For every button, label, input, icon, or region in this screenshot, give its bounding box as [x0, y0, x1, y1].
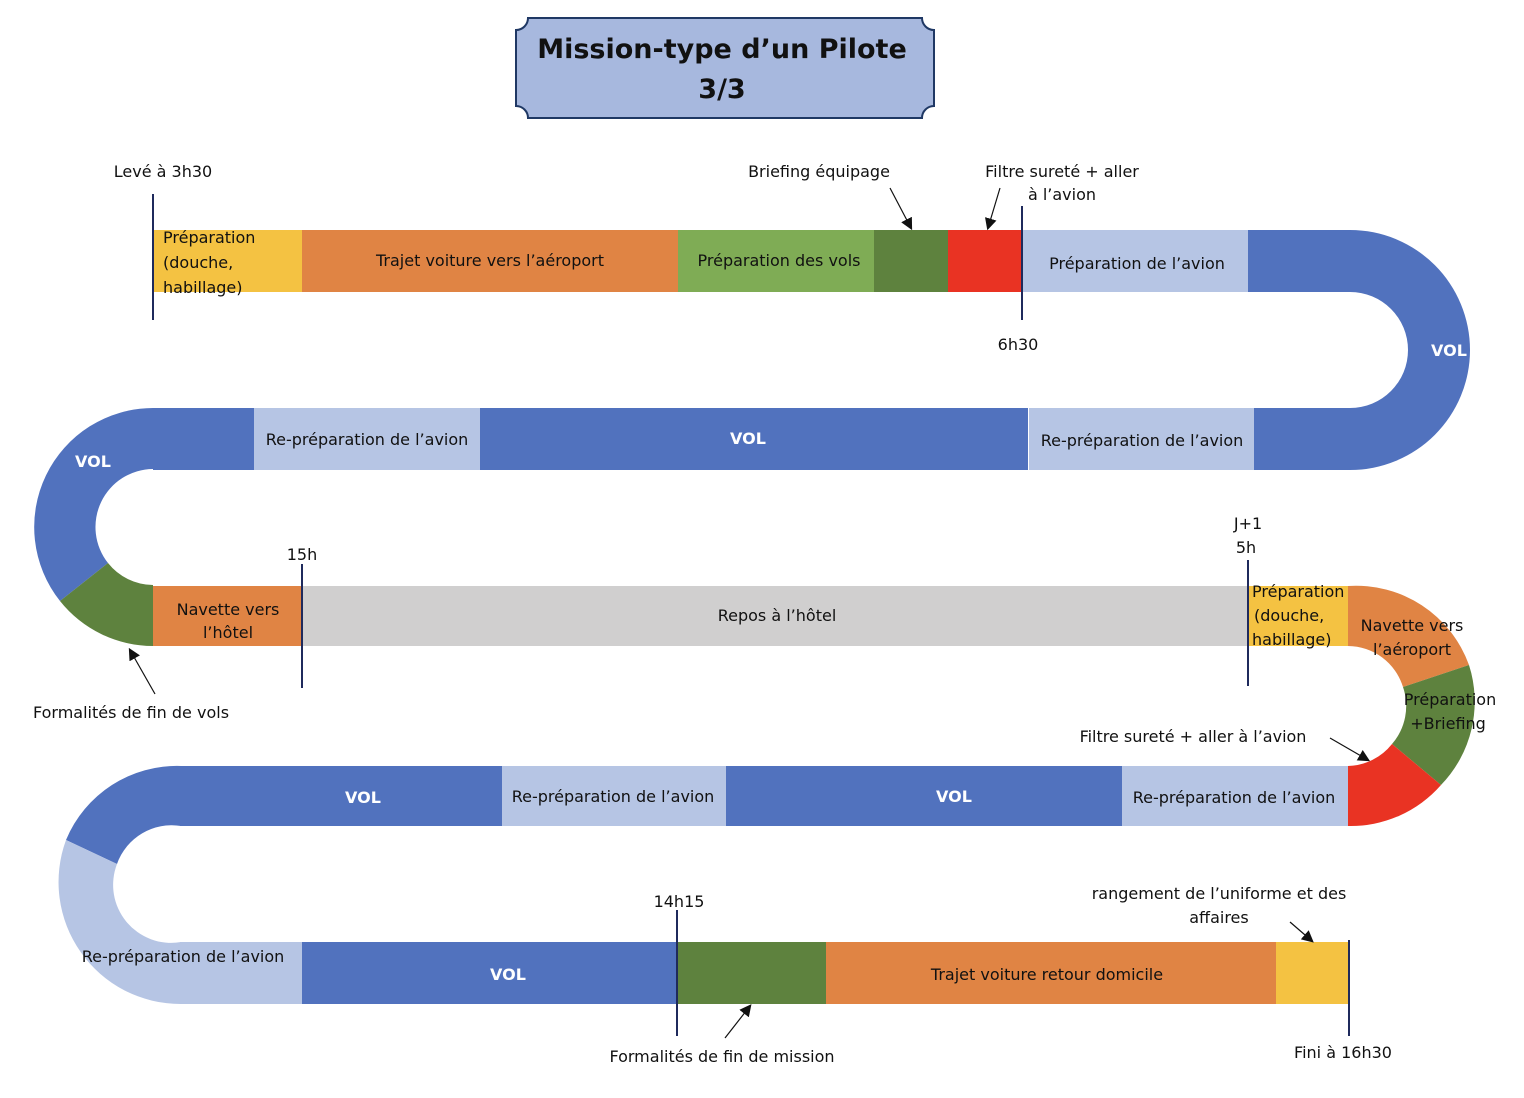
segment-vol — [1248, 230, 1350, 292]
row-2: Re-préparation de l’avion VOL Re-prépara… — [34, 408, 1350, 646]
segment-repreparation — [502, 766, 726, 826]
label: VOL — [936, 787, 972, 806]
segment-briefing — [874, 230, 948, 292]
label: Re-préparation de l’avion — [1041, 431, 1244, 450]
arrow-icon — [889, 187, 913, 231]
curve-navette-aeroport — [1348, 585, 1469, 687]
arrow-icon — [985, 187, 1001, 231]
row-4: VOL Re-préparation de l’avion VOL Re-pré… — [58, 765, 1348, 1005]
label: Préparation de l’avion — [1049, 254, 1225, 273]
label: (douche, — [163, 253, 233, 272]
curve-formalites-fin-vols — [60, 563, 153, 646]
title-box: Mission-type d’un Pilote 3/3 — [515, 17, 935, 119]
segment-preparation — [1248, 586, 1348, 646]
segment-rangement — [1276, 942, 1348, 1004]
row-1: Préparation (douche, habillage) Trajet v… — [153, 228, 1470, 470]
row-3: Navette vers l’hôtel Repos à l’hôtel Pré… — [153, 582, 1496, 827]
label: habillage) — [1252, 630, 1331, 649]
label: Trajet voiture retour domicile — [930, 965, 1163, 984]
marker-wake: Levé à 3h30 — [114, 162, 212, 181]
label: Re-préparation de l’avion — [266, 430, 469, 449]
row-5: Re-préparation de l’avion VOL Trajet voi… — [82, 942, 1348, 1004]
annotations: Briefing équipage Filtre sureté + aller … — [33, 162, 1371, 1066]
annotation-briefing: Briefing équipage — [748, 162, 890, 181]
curve-vol-left — [34, 408, 153, 601]
label: VOL — [345, 788, 381, 807]
label: VOL — [730, 429, 766, 448]
marker-15h: 15h — [287, 545, 318, 564]
segment-vol — [1254, 408, 1350, 470]
segment-vol — [726, 766, 1122, 826]
segment-vol — [180, 766, 502, 826]
segment-repos — [302, 586, 1248, 646]
label: Préparation — [163, 228, 255, 247]
segment-vol — [153, 408, 254, 470]
curve-vol-left — [66, 765, 181, 864]
label: Re-préparation de l’avion — [1133, 788, 1336, 807]
curve-vol-right-1 — [1350, 230, 1470, 470]
label: Navette vers — [177, 600, 280, 619]
curve-filtre — [1348, 744, 1441, 827]
segment-preparation-vols — [678, 230, 874, 292]
segment-navette-hotel — [153, 586, 302, 646]
annotation-formalites-mission: Formalités de fin de mission — [609, 1047, 834, 1066]
label: (douche, — [1254, 606, 1324, 625]
label: Préparation — [1252, 582, 1344, 601]
label: Navette vers — [1361, 616, 1464, 635]
marker-end: Fini à 16h30 — [1294, 1043, 1392, 1062]
label: l’aéroport — [1373, 640, 1451, 659]
label: +Briefing — [1410, 714, 1486, 733]
arrow-icon — [724, 1004, 752, 1039]
segment-repreparation — [254, 408, 480, 470]
annotation-filtre-2: Filtre sureté + aller à l’avion — [1080, 727, 1307, 746]
label: VOL — [490, 965, 526, 984]
title-line1: Mission-type d’un Pilote — [537, 34, 907, 65]
label: Préparation des vols — [698, 251, 861, 270]
arrow-icon — [1289, 921, 1314, 943]
segment-vol — [302, 942, 678, 1004]
label: Repos à l’hôtel — [718, 606, 837, 625]
annotation-filtre-1: Filtre sureté + aller — [985, 162, 1139, 181]
arrow-icon — [128, 647, 156, 695]
annotation-rangement: rangement de l’uniforme et des — [1092, 884, 1347, 903]
marker-5h: 5h — [1236, 538, 1256, 557]
annotation-filtre-1b: à l’avion — [1028, 185, 1096, 204]
label: VOL — [1431, 341, 1467, 360]
segment-formalites — [678, 942, 826, 1004]
label: Préparation — [1404, 690, 1496, 709]
curve-repreparation-left — [58, 840, 182, 1005]
segment-filtre — [948, 230, 1022, 292]
time-markers: Levé à 3h30 6h30 15h J+1 5h 14h15 Fini à… — [114, 162, 1392, 1062]
segment-preparation-avion — [1022, 230, 1248, 292]
label: Trajet voiture vers l’aéroport — [375, 251, 604, 270]
annotation-rangement-b: affaires — [1189, 908, 1248, 927]
segment-repreparation — [1122, 766, 1348, 826]
label: Re-préparation de l’avion — [512, 787, 715, 806]
annotation-formalites-vols: Formalités de fin de vols — [33, 703, 229, 722]
segment-vol — [480, 408, 1028, 470]
title-line2: 3/3 — [698, 74, 745, 105]
curve-preparation-briefing — [1392, 665, 1475, 785]
label: habillage) — [163, 278, 242, 297]
marker-1415: 14h15 — [654, 892, 705, 911]
segment-repreparation — [180, 942, 302, 1004]
segment-preparation — [153, 230, 302, 292]
label: Re-préparation de l’avion — [82, 947, 285, 966]
marker-630: 6h30 — [998, 335, 1039, 354]
segment-repreparation — [1029, 408, 1254, 470]
segment-trajet-retour — [826, 942, 1276, 1004]
arrow-icon — [1329, 737, 1371, 762]
label: l’hôtel — [203, 623, 253, 642]
segment-trajet-aeroport — [302, 230, 678, 292]
marker-j1: J+1 — [1233, 514, 1262, 533]
label: VOL — [75, 452, 111, 471]
